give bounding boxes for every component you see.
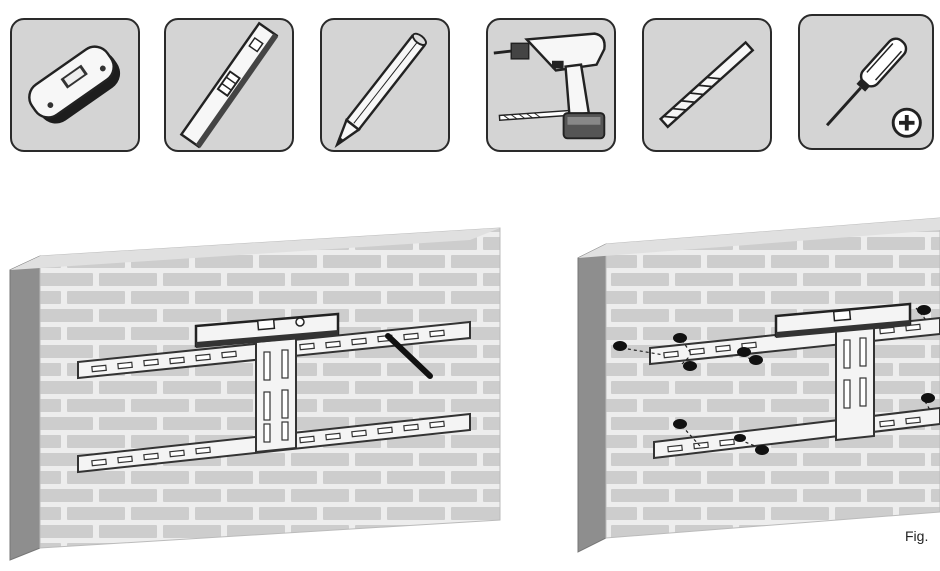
spirit-level-icon [179,21,279,149]
tool-tile-power-drill [486,18,616,152]
bracket-left [77,312,471,474]
power-drill-icon [493,32,606,140]
drill-bit-icon [658,40,755,129]
tool-tile-drill-bit [642,18,772,152]
wall-right [577,217,940,553]
screwdriver-icon [825,37,922,138]
pencil-icon [334,32,427,148]
tool-tile-spirit-level [164,18,294,152]
stud-finder-icon [28,45,121,124]
bracket-right-with-screws [613,302,940,460]
figure-label: Fig. [905,528,929,544]
tool-tile-stud-finder [10,18,140,152]
tool-tile-screwdriver [798,14,934,150]
tool-tile-pencil [320,18,450,152]
